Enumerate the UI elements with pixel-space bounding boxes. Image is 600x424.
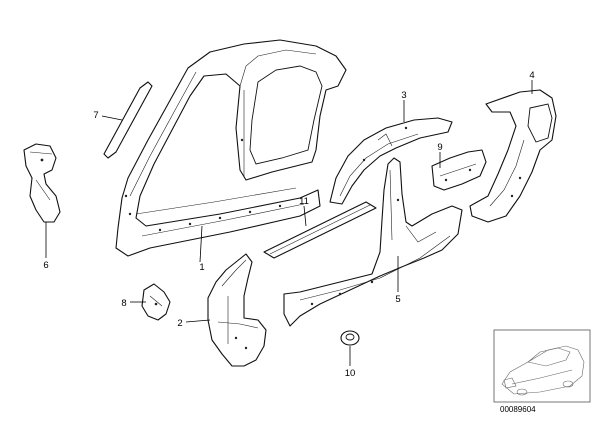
part-11-sill-moulding[interactable] bbox=[263, 201, 377, 259]
callout-1: 1 bbox=[199, 262, 204, 273]
part-8-small-bracket[interactable] bbox=[141, 283, 171, 321]
part-5-b-pillar-sill[interactable] bbox=[283, 157, 463, 327]
callout-5: 5 bbox=[395, 294, 400, 305]
callout-10: 10 bbox=[345, 368, 356, 379]
part-3-roof-rail[interactable] bbox=[329, 117, 453, 205]
document-number: 00089604 bbox=[500, 405, 536, 414]
part-2-a-pillar-lower[interactable] bbox=[207, 253, 267, 367]
part-10-grommet[interactable] bbox=[340, 330, 360, 346]
part-6-bracket[interactable] bbox=[23, 143, 61, 223]
callout-4: 4 bbox=[529, 70, 534, 81]
leader-lines bbox=[45, 80, 533, 366]
callout-3: 3 bbox=[401, 90, 406, 101]
part-1-side-frame[interactable] bbox=[115, 39, 347, 257]
callout-9: 9 bbox=[437, 142, 442, 153]
callout-6: 6 bbox=[43, 260, 48, 271]
callout-8: 8 bbox=[121, 298, 126, 309]
callout-11: 11 bbox=[299, 196, 309, 207]
part-7-trim-strip[interactable] bbox=[103, 81, 153, 159]
callout-2: 2 bbox=[177, 318, 182, 329]
car-thumbnail bbox=[493, 329, 591, 403]
callout-7: 7 bbox=[93, 110, 98, 121]
part-4-c-pillar-quarter[interactable] bbox=[469, 89, 557, 223]
part-9-reinforcement[interactable] bbox=[431, 149, 487, 191]
